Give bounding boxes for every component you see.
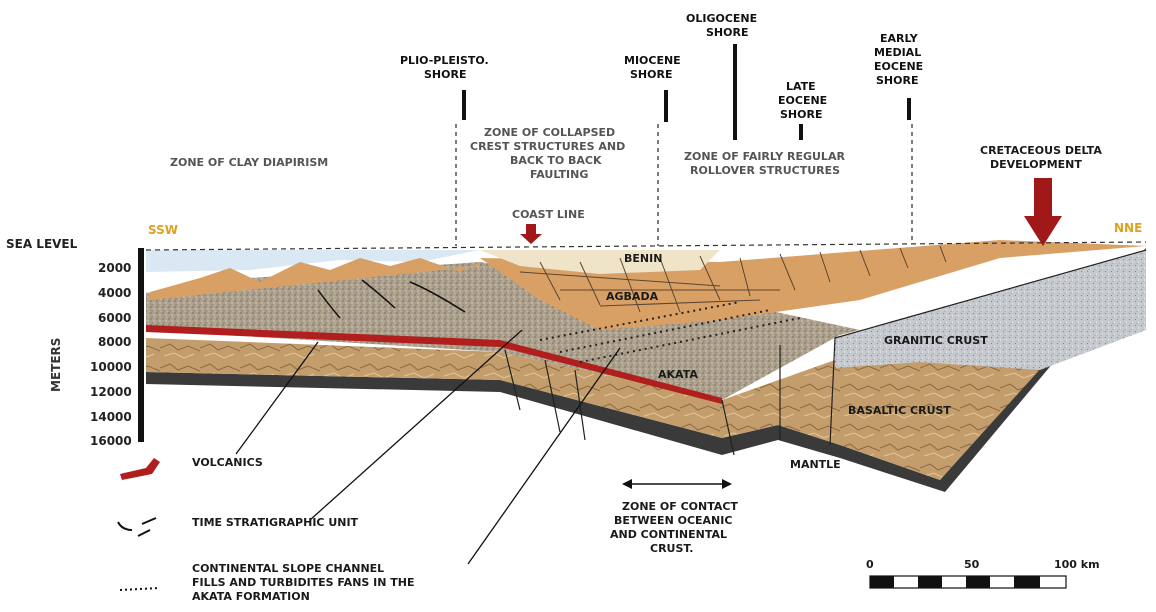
legend: VOLCANICS TIME STRATIGRAPHIC UNIT CONTIN… — [118, 456, 415, 603]
mantle-label: MANTLE — [790, 458, 841, 471]
shore-early-eocene-line2: MEDIAL — [874, 46, 921, 59]
shore-early-eocene-line1: EARLY — [880, 32, 919, 45]
legend-volcanics-label: VOLCANICS — [192, 456, 263, 469]
contact-arrow-right — [722, 479, 732, 489]
zone-clay-label: ZONE OF CLAY DIAPIRISM — [170, 156, 328, 169]
shore-early-eocene-tick — [907, 98, 911, 120]
depth-axis-bar — [138, 248, 144, 442]
delta-label-line1: CRETACEOUS DELTA — [980, 144, 1102, 157]
zone-collapsed-line: BACK TO BACK — [510, 154, 602, 167]
scale-segment — [870, 576, 894, 588]
depth-axis: SEA LEVEL 2000 4000 6000 8000 10000 1200… — [6, 237, 144, 448]
contact-label-line: AND CONTINENTAL — [610, 528, 727, 541]
shore-oligocene-tick — [733, 44, 737, 140]
direction-ssw: SSW — [148, 223, 178, 237]
legend-time-unit-label: TIME STRATIGRAPHIC UNIT — [192, 516, 359, 529]
zone-rollover-line: ZONE OF FAIRLY REGULAR — [684, 150, 845, 163]
depth-tick: 4000 — [98, 286, 131, 300]
coast-line-arrow — [520, 224, 542, 244]
agbada-label: AGBADA — [606, 290, 659, 303]
shore-plio-tick — [462, 90, 466, 120]
legend-channel-symbol — [120, 588, 160, 590]
contact-label-line: CRUST. — [650, 542, 693, 555]
zone-rollover-label: ZONE OF FAIRLY REGULAR ROLLOVER STRUCTUR… — [684, 150, 845, 177]
scale-zero: 0 — [866, 558, 874, 571]
scale-mid: 50 — [964, 558, 980, 571]
delta-arrow — [1024, 178, 1062, 246]
granitic-label: GRANITIC CRUST — [884, 334, 988, 347]
shore-plio-line1: PLIO-PLEISTO. — [400, 54, 489, 67]
shore-markers: PLIO-PLEISTO. SHORE MIOCENE SHORE OLIGOC… — [400, 12, 923, 246]
contact-label-line: BETWEEN OCEANIC — [614, 514, 732, 527]
legend-time-unit-symbol — [118, 518, 156, 536]
coast-line-label: COAST LINE — [512, 208, 585, 221]
zone-collapsed-line: FAULTING — [530, 168, 588, 181]
akata-label: AKATA — [658, 368, 698, 381]
depth-tick: 12000 — [90, 385, 132, 399]
shore-oligocene-line2: SHORE — [706, 26, 748, 39]
depth-tick: 16000 — [90, 434, 132, 448]
shore-plio-line2: SHORE — [424, 68, 466, 81]
depth-tick: 10000 — [90, 360, 132, 374]
scale-bar: 0 50 100 km — [866, 558, 1100, 588]
shore-early-eocene-line3: EOCENE — [874, 60, 923, 73]
scale-segment — [918, 576, 942, 588]
shore-late-eocene-line1: LATE — [786, 80, 816, 93]
contact-label-line: ZONE OF CONTACT — [622, 500, 738, 513]
shore-miocene-line1: MIOCENE — [624, 54, 681, 67]
contact-arrow-left — [622, 479, 632, 489]
legend-channel-label-line: AKATA FORMATION — [192, 590, 310, 603]
zone-collapsed-line: ZONE OF COLLAPSED — [484, 126, 615, 139]
shore-late-eocene-line2: EOCENE — [778, 94, 827, 107]
direction-nne: NNE — [1114, 221, 1142, 235]
scale-segment — [1014, 576, 1040, 588]
geology-section — [146, 240, 1146, 492]
depth-tick: 14000 — [90, 410, 132, 424]
zone-collapsed-line: CREST STRUCTURES AND — [470, 140, 625, 153]
depth-tick: 6000 — [98, 311, 131, 325]
zone-rollover-line: ROLLOVER STRUCTURES — [690, 164, 840, 177]
legend-volcanics-swatch — [120, 458, 160, 480]
legend-channel-label-line: CONTINENTAL SLOPE CHANNEL — [192, 562, 384, 575]
zone-collapsed-label: ZONE OF COLLAPSED CREST STRUCTURES AND B… — [470, 126, 625, 181]
depth-unit-label: METERS — [49, 338, 63, 392]
shore-late-eocene-line3: SHORE — [780, 108, 822, 121]
shore-miocene-tick — [664, 90, 668, 122]
depth-tick: 2000 — [98, 261, 131, 275]
shore-oligocene-line1: OLIGOCENE — [686, 12, 757, 25]
basaltic-label: BASALTIC CRUST — [848, 404, 951, 417]
shore-early-eocene-line4: SHORE — [876, 74, 918, 87]
scale-end: 100 km — [1054, 558, 1100, 571]
depth-tick: 8000 — [98, 335, 131, 349]
delta-label-line2: DEVELOPMENT — [990, 158, 1082, 171]
contact-zone: ZONE OF CONTACT BETWEEN OCEANIC AND CONT… — [610, 479, 738, 555]
shore-miocene-line2: SHORE — [630, 68, 672, 81]
scale-segment — [966, 576, 990, 588]
sea-level-label: SEA LEVEL — [6, 237, 78, 251]
legend-channel-label-line: FILLS AND TURBIDITES FANS IN THE — [192, 576, 415, 589]
shore-late-eocene-tick — [799, 124, 803, 140]
benin-label: BENIN — [624, 252, 662, 265]
